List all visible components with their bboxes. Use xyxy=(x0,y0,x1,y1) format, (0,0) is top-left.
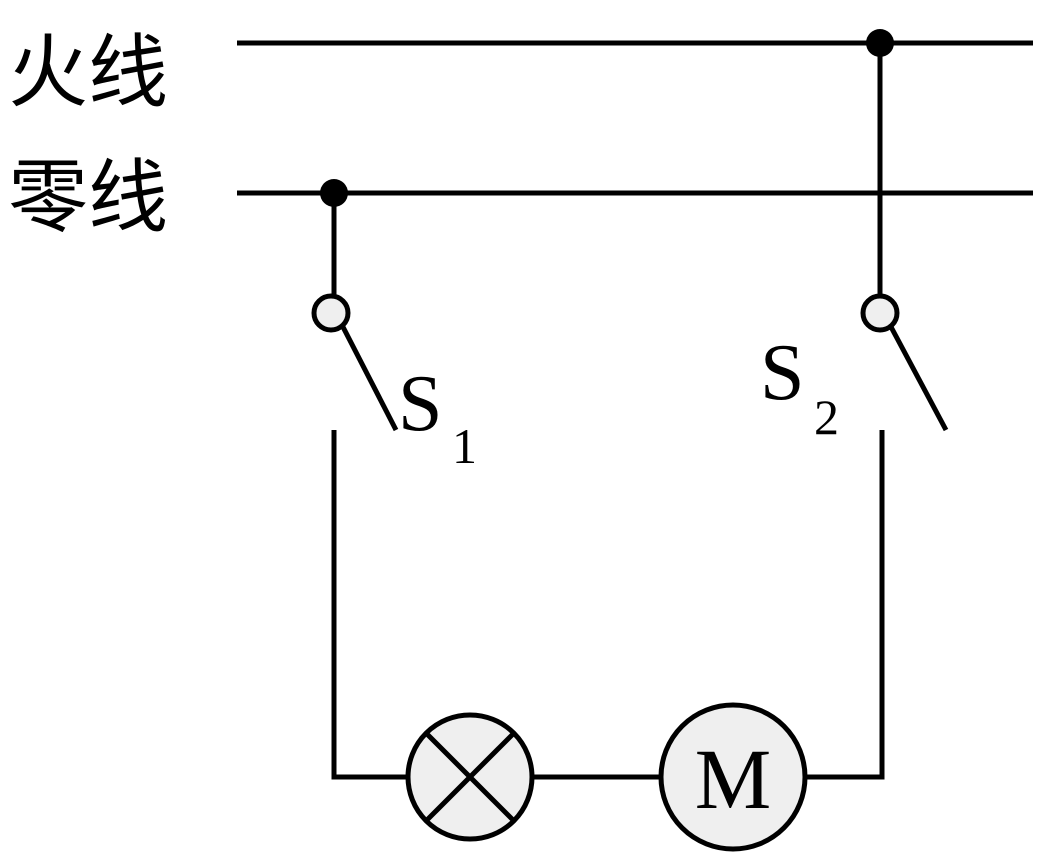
switch-s2-terminal xyxy=(860,293,900,333)
motor-label: M xyxy=(695,731,771,827)
switch-s2-blade xyxy=(887,323,949,432)
switch-s1-subscript: 1 xyxy=(452,418,477,474)
switch-s1-terminal xyxy=(311,293,351,333)
lamp-cross-line-2 xyxy=(424,731,516,823)
motor-circle xyxy=(658,702,808,852)
switch-s2: S 2 xyxy=(760,293,949,445)
neutral-wire-label: 零线 xyxy=(8,151,168,244)
switch-s1-letter: S xyxy=(398,360,443,448)
switch-s2-subscript: 2 xyxy=(814,389,839,445)
switch-s1-blade xyxy=(339,323,399,432)
switch-s1: S 1 xyxy=(311,293,477,474)
motor: M xyxy=(658,702,808,852)
switch-s2-letter: S xyxy=(760,329,805,417)
lamp xyxy=(405,712,535,842)
live-wire-label: 火线 xyxy=(8,26,168,119)
